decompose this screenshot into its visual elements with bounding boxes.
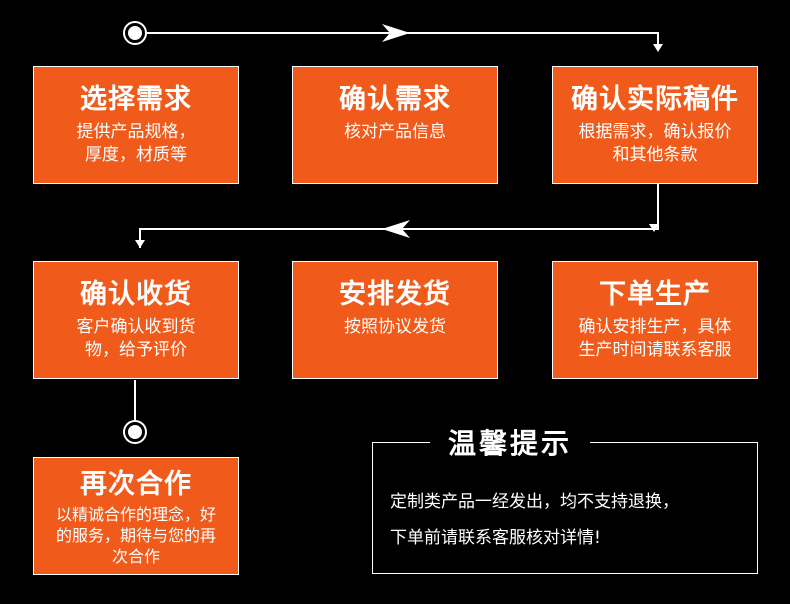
step-desc: 按照协议发货 — [344, 317, 446, 337]
start-node — [125, 23, 145, 43]
step-desc: 和其他条款 — [612, 145, 698, 165]
step-place-order: 下单生产 确认安排生产，具体 生产时间请联系客服 — [552, 261, 758, 379]
step-cooperate-again: 再次合作 以精诚合作的理念，好 的服务，期待与您的再 次合作 — [33, 457, 239, 575]
step-desc: 客户确认收到货 — [76, 317, 196, 337]
arrow-down-icon — [653, 44, 663, 52]
step-confirm-requirement: 确认需求 核对产品信息 — [292, 66, 498, 184]
step-desc: 的服务，期待与您的再 — [55, 526, 216, 545]
step-desc: 根据需求，确认报价 — [578, 122, 732, 142]
step-desc: 提供产品规格， — [76, 122, 196, 142]
arrow-left-icon — [382, 220, 410, 238]
connector-left-2 — [134, 380, 136, 430]
step-desc: 以精诚合作的理念，好 — [55, 505, 216, 524]
connector-right-2 — [657, 184, 659, 230]
step-desc: 次合作 — [111, 547, 160, 566]
step-desc: 生产时间请联系客服 — [578, 340, 732, 360]
step-title: 下单生产 — [599, 279, 711, 310]
connector-left-1 — [139, 228, 141, 248]
notice-title: 温馨提示 — [430, 424, 590, 464]
step-desc: 确认安排生产，具体 — [578, 317, 732, 337]
mid-node — [125, 422, 145, 442]
step-desc: 物，给予评价 — [85, 340, 187, 360]
step-title: 选择需求 — [80, 84, 192, 115]
step-desc: 厚度，材质等 — [85, 145, 187, 165]
arrow-down-icon-3 — [135, 240, 145, 248]
step-desc: 核对产品信息 — [344, 122, 446, 142]
step-title: 确认收货 — [80, 279, 192, 310]
step-confirm-receipt: 确认收货 客户确认收到货 物，给予评价 — [33, 261, 239, 379]
step-arrange-shipping: 安排发货 按照协议发货 — [292, 261, 498, 379]
step-confirm-draft: 确认实际稿件 根据需求，确认报价 和其他条款 — [552, 66, 758, 184]
step-title: 确认需求 — [339, 84, 451, 115]
step-select-requirement: 选择需求 提供产品规格， 厚度，材质等 — [33, 66, 239, 184]
notice-line: 定制类产品一经发出，均不支持退换， — [390, 492, 679, 512]
step-title: 安排发货 — [339, 279, 451, 310]
arrow-down-icon-2 — [649, 224, 659, 232]
step-title: 再次合作 — [80, 469, 192, 500]
connector-right-1 — [657, 32, 659, 50]
step-title: 确认实际稿件 — [571, 84, 739, 115]
notice-line: 下单前请联系客服核对详情! — [390, 528, 601, 548]
arrow-right-icon — [382, 24, 410, 42]
